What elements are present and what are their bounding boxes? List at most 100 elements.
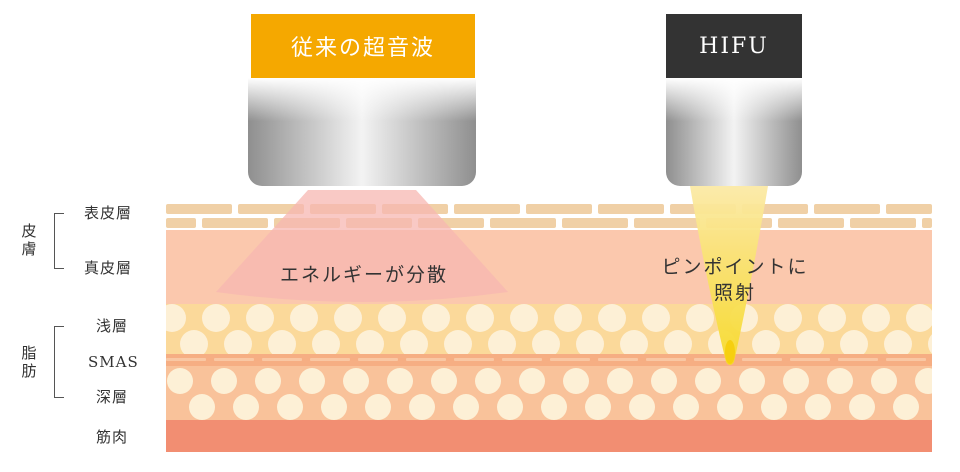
smas-fiber	[310, 358, 350, 361]
fat-cell	[695, 368, 721, 394]
fat-bracket-bottom-tick	[54, 397, 64, 398]
smas-fiber	[598, 358, 638, 361]
fat-cell	[224, 330, 252, 356]
hifu-probe-highlight	[666, 78, 802, 186]
skin-group-char2: 膚	[21, 240, 37, 258]
smas-fiber	[502, 358, 542, 361]
epidermis-brick	[850, 218, 916, 228]
skin-bracket-bottom-tick	[54, 268, 64, 269]
shallow-fat-cells	[166, 304, 932, 356]
fat-cell	[915, 368, 932, 394]
fat-group-char1: 脂	[21, 344, 37, 362]
fat-cell	[717, 394, 743, 420]
fat-cell	[774, 304, 802, 332]
fat-cell	[312, 330, 340, 356]
fat-cell	[576, 330, 604, 356]
fat-cell	[519, 368, 545, 394]
fat-cell	[840, 330, 868, 356]
pinpoint-label: ピンポイントに 照射	[630, 254, 840, 306]
fat-cell	[893, 394, 919, 420]
skin-bracket-top-tick	[54, 213, 64, 214]
fat-cell	[761, 394, 787, 420]
fat-cell	[585, 394, 611, 420]
fat-cell	[686, 304, 714, 332]
fat-cell	[862, 304, 890, 332]
dermis-label: 真皮層	[84, 259, 133, 277]
fat-cell	[827, 368, 853, 394]
smas-fiber	[358, 358, 398, 361]
fat-cell	[334, 304, 362, 332]
fat-cell	[453, 394, 479, 420]
energy-dispersed-label: エネルギーが分散	[279, 264, 448, 286]
fat-cell	[620, 330, 648, 356]
fat-cell	[541, 394, 567, 420]
fat-cell	[805, 394, 831, 420]
epidermis-brick	[634, 218, 700, 228]
epidermis-brick	[778, 218, 844, 228]
focused-ultrasound-beam	[690, 186, 768, 365]
fat-cell	[497, 394, 523, 420]
fat-cell	[277, 394, 303, 420]
fat-cell	[255, 368, 281, 394]
fat-cell	[598, 304, 626, 332]
smas-fiber	[694, 358, 734, 361]
smas-fiber	[742, 358, 782, 361]
fat-cell	[233, 394, 259, 420]
fat-cell	[466, 304, 494, 332]
fat-cell	[871, 368, 897, 394]
smas-fiber	[406, 358, 446, 361]
fat-cell	[642, 304, 670, 332]
smas-fiber	[166, 358, 206, 361]
focal-point	[725, 340, 735, 364]
epidermis-brick	[562, 218, 628, 228]
smas-fibers	[166, 358, 926, 361]
fat-cell	[246, 304, 274, 332]
epidermis-brick	[238, 204, 304, 214]
fat-cell	[409, 394, 435, 420]
fat-cell	[673, 394, 699, 420]
epidermis-label: 表皮層	[84, 204, 133, 222]
pinpoint-label-line2: 照射	[713, 282, 756, 304]
shallow-fat-label: 浅層	[96, 317, 129, 335]
fat-cell	[739, 368, 765, 394]
fat-cell	[268, 330, 296, 356]
muscle-label: 筋肉	[96, 428, 129, 446]
fat-cell	[444, 330, 472, 356]
fat-cell	[321, 394, 347, 420]
epidermis-layer	[166, 204, 932, 228]
fat-cell	[365, 394, 391, 420]
muscle-layer	[166, 420, 932, 452]
fat-cell	[180, 330, 208, 356]
fat-cell	[387, 368, 413, 394]
smas-fiber	[790, 358, 830, 361]
fat-cell	[607, 368, 633, 394]
fat-cell	[475, 368, 501, 394]
smas-fiber	[646, 358, 686, 361]
smas-fiber	[886, 358, 926, 361]
skin-group-label: 皮 膚	[20, 222, 38, 258]
fat-cell	[651, 368, 677, 394]
fat-cell	[906, 304, 932, 332]
dispersed-energy-fan	[216, 190, 508, 302]
fat-cell	[422, 304, 450, 332]
fat-cell	[532, 330, 560, 356]
fat-cell	[818, 304, 846, 332]
fat-cell	[849, 394, 875, 420]
fat-cell	[166, 304, 186, 332]
hifu-badge: HIFU	[666, 14, 802, 78]
smas-label: SMAS	[88, 353, 139, 371]
fat-cell	[664, 330, 692, 356]
fat-group-label: 脂 肪	[20, 344, 38, 380]
fat-cell	[752, 330, 780, 356]
fat-bracket-top-tick	[54, 326, 64, 327]
skin-bracket	[54, 213, 55, 269]
epidermis-brick	[454, 204, 520, 214]
fat-bracket	[54, 326, 55, 398]
fat-cell	[299, 368, 325, 394]
deep-fat-cells	[167, 368, 932, 420]
conventional-probe-highlight	[248, 78, 476, 186]
fat-cell	[400, 330, 428, 356]
fat-cell	[629, 394, 655, 420]
